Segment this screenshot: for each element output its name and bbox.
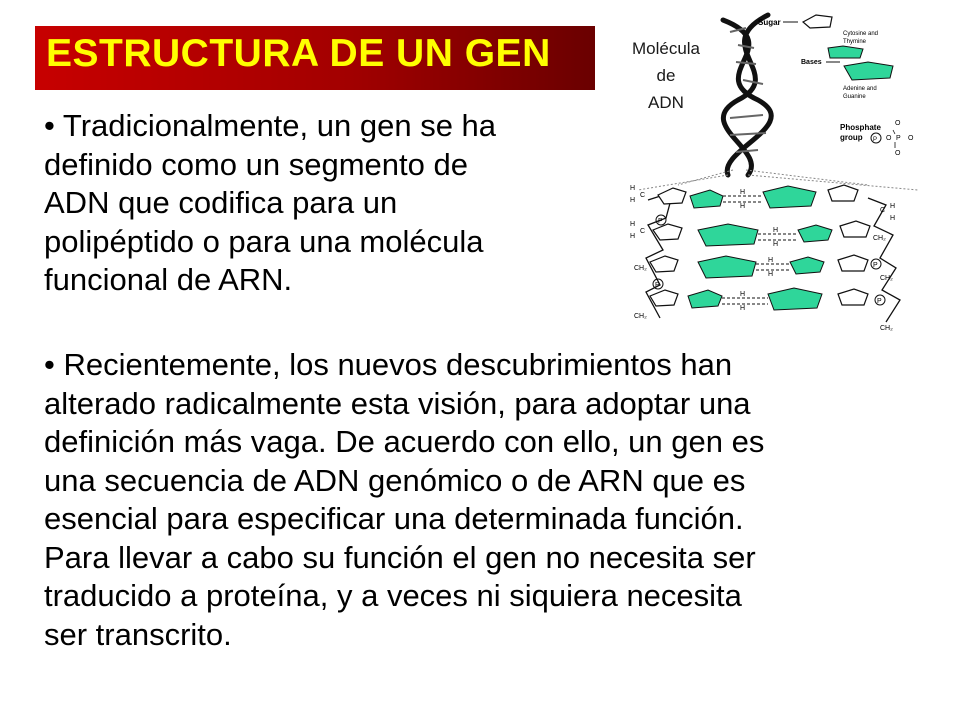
h-label: H xyxy=(768,257,773,264)
h-label: H xyxy=(740,305,745,312)
text-line: una secuencia de ADN genómico o de ARN q… xyxy=(44,462,746,498)
phosphate-o-left: O xyxy=(886,135,892,142)
c-label: C xyxy=(880,207,885,214)
backbone-labels: H H C P H H C CH₂ P CH₂ C H H CH₂ P CH₂ … xyxy=(630,185,895,332)
phosphate-o-right: O xyxy=(908,135,914,142)
paragraph-traditional-definition: • Tradicionalmente, un gen se ha definid… xyxy=(44,107,604,300)
h-label: H xyxy=(890,203,895,210)
text-line: polipéptido o para una molécula xyxy=(44,223,484,259)
phosphate-o-top: O xyxy=(895,120,901,127)
phosphate-symbol: P xyxy=(655,282,660,289)
page-title: ESTRUCTURA DE UN GEN xyxy=(46,32,551,75)
ch2-label: CH₂ xyxy=(880,275,893,282)
ch2-label: CH₂ xyxy=(873,235,886,242)
dna-label-line: ADN xyxy=(648,93,684,112)
h-label: H xyxy=(630,221,635,228)
h-label: H xyxy=(890,215,895,222)
text-line: funcional de ARN. xyxy=(44,262,293,297)
text-line: ser transcrito. xyxy=(44,616,232,652)
legend-sugar-label: Sugar xyxy=(758,18,781,27)
text-line: definición más vaga. De acuerdo con ello… xyxy=(44,424,765,459)
hydrogen-bonds xyxy=(722,195,798,305)
double-helix xyxy=(720,12,774,178)
c-label: C xyxy=(640,192,645,199)
ladder-row-4 xyxy=(649,287,869,311)
title-banner xyxy=(35,26,595,90)
dna-diagram: Sugar Cytosine and Thymine Bases Adenine… xyxy=(630,12,919,332)
legend-cytosine-label: Cytosine and xyxy=(843,31,878,37)
helix-rungs xyxy=(729,27,767,153)
legend-phosphate-label: Phosphate xyxy=(840,123,881,132)
legend-sugar: Sugar xyxy=(758,14,833,29)
helix-unwind xyxy=(637,169,919,191)
legend-bases: Cytosine and Thymine Bases Adenine and G… xyxy=(801,31,894,100)
h-label: H xyxy=(740,189,745,196)
text-line: • Tradicionalmente, un gen se ha xyxy=(44,108,497,143)
ladder-row-2 xyxy=(652,220,871,247)
c-label: C xyxy=(640,228,645,235)
phosphate-symbol: P xyxy=(873,262,878,269)
dna-label-line: de xyxy=(656,66,676,85)
text-line: definido como un segmento de xyxy=(44,146,468,182)
ch2-label: CH₂ xyxy=(634,313,647,320)
dna-label-line: Molécula xyxy=(631,39,701,58)
legend-guanine-label: Guanine xyxy=(843,94,866,100)
ch2-label: CH₂ xyxy=(634,265,647,272)
legend-thymine-label: Thymine xyxy=(843,39,867,45)
phosphate-o-bottom: O xyxy=(895,150,901,157)
h-label: H xyxy=(630,197,635,204)
phosphate-p-center: P xyxy=(896,135,901,142)
h-label: H xyxy=(630,185,635,192)
text-line: Para llevar a cabo su función el gen no … xyxy=(44,539,756,575)
dna-molecule-label: Molécula de ADN xyxy=(616,35,716,116)
ladder-row-1 xyxy=(657,184,859,209)
legend-adenine-label: Adenine and xyxy=(843,86,877,92)
paragraph-recent-definition: • Recientemente, los nuevos descubrimien… xyxy=(44,346,924,654)
hydrogen-labels: H H H H H H H H xyxy=(740,189,778,312)
phosphate-symbol: P xyxy=(658,218,663,225)
h-label: H xyxy=(630,233,635,240)
h-label: H xyxy=(773,241,778,248)
text-line: traducido a proteína, y a veces ni siqui… xyxy=(44,578,742,613)
legend-bases-label: Bases xyxy=(801,59,822,66)
legend-phosphate: Phosphate group P O O P O O xyxy=(840,120,914,157)
h-label: H xyxy=(768,271,773,278)
h-label: H xyxy=(740,291,745,298)
legend-phosphate-symbol: P xyxy=(873,137,877,143)
legend-group-label: group xyxy=(840,133,863,142)
phosphate-symbol: P xyxy=(877,298,882,305)
text-line: • Recientemente, los nuevos descubrimien… xyxy=(44,347,733,382)
text-line: ADN que codifica para un xyxy=(44,185,398,220)
h-label: H xyxy=(740,203,745,210)
h-label: H xyxy=(773,227,778,234)
text-line: esencial para especificar una determinad… xyxy=(44,501,744,536)
text-line: alterado radicalmente esta visión, para … xyxy=(44,385,751,421)
ladder-row-3 xyxy=(649,254,869,279)
ch2-label: CH₂ xyxy=(880,325,893,332)
dna-ladder: H H H H H H H H H H C P H H C CH₂ P CH₂ … xyxy=(630,184,901,332)
